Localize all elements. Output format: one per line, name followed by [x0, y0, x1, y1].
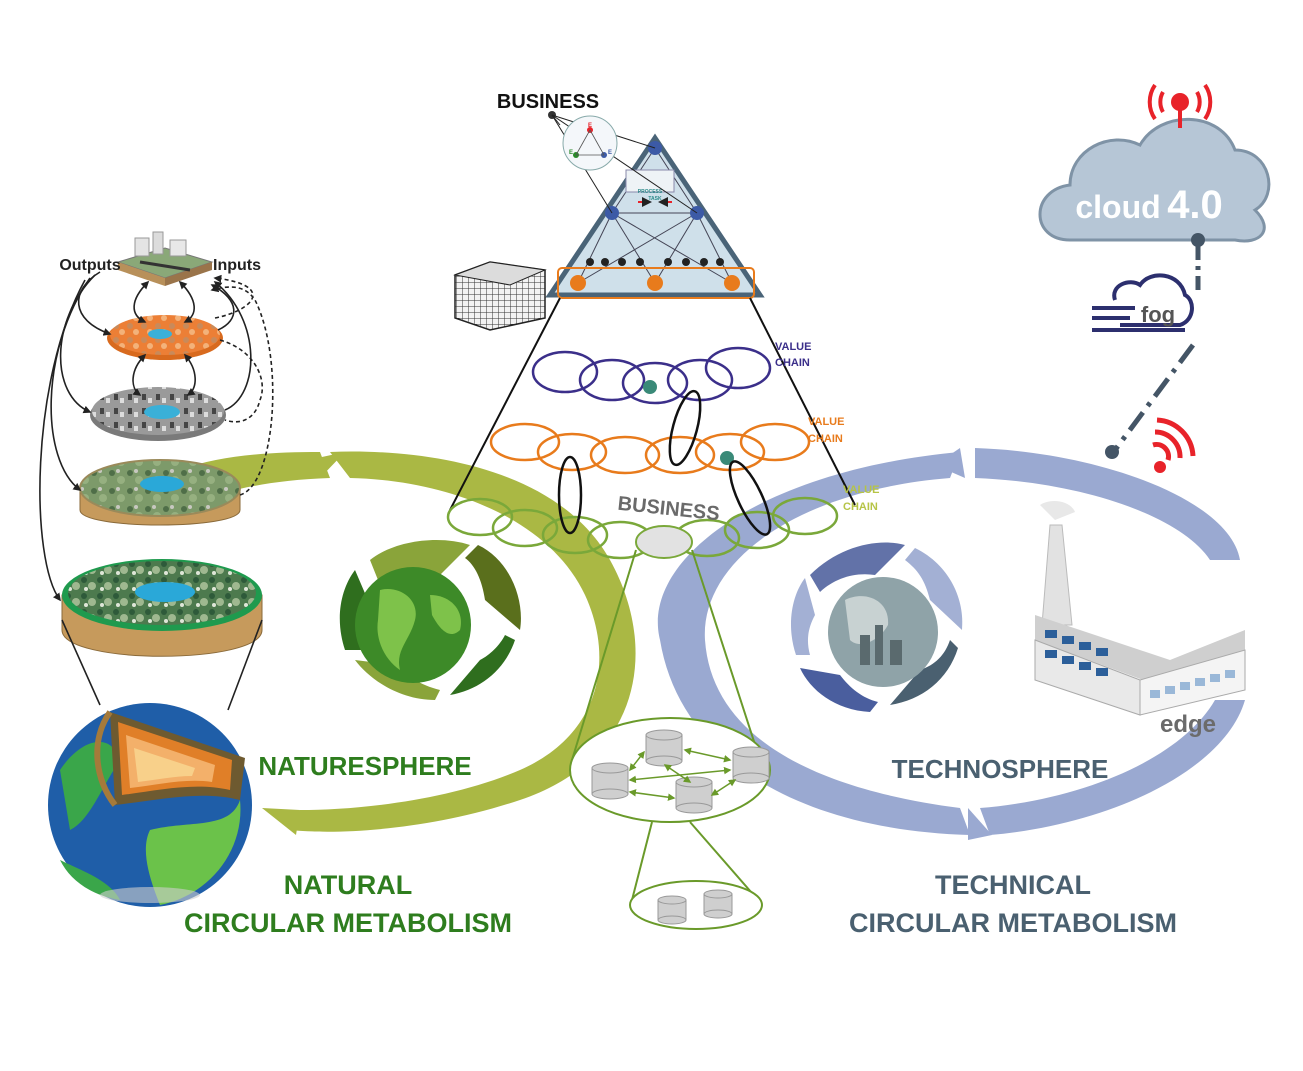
- forest-layer: [61, 559, 263, 657]
- cone-left-line: [449, 297, 561, 511]
- wifi-signal-icon: [1152, 417, 1196, 473]
- value-chain-1-line2: CHAIN: [775, 357, 810, 369]
- fog-label: fog: [1141, 302, 1175, 327]
- cloud-version: 4.0: [1167, 183, 1223, 227]
- factory-icon: [1034, 500, 1246, 716]
- technical-title-line2: CIRCULAR METABOLISM: [849, 908, 1177, 938]
- natural-title-line1: NATURAL: [284, 870, 412, 900]
- naturesphere-label: NATURESPHERE: [258, 751, 471, 781]
- technosphere-globe-icon: [790, 542, 963, 712]
- layer-dashed-arrows: [210, 274, 274, 496]
- database-icons: [591, 729, 770, 925]
- value-chain-2-line1: VALUE: [808, 416, 844, 428]
- task-label: TASK: [648, 196, 662, 202]
- inputs-label: Inputs: [213, 257, 261, 274]
- value-chain-node: [720, 451, 734, 465]
- building-icon: [453, 261, 547, 331]
- value-chain-orange: [489, 422, 811, 475]
- outputs-label: Outputs: [59, 257, 120, 274]
- cloud-word: cloud: [1075, 189, 1160, 225]
- technosphere-label: TECHNOSPHERE: [892, 754, 1109, 784]
- business-top-label: BUSINESS: [497, 91, 599, 113]
- value-chain-3-line1: VALUE: [843, 484, 879, 496]
- orange-layer: [107, 315, 223, 360]
- business-mid-label: BUSINESS: [617, 493, 721, 526]
- edge-label: edge: [1160, 711, 1216, 738]
- value-chain-1-line1: VALUE: [775, 341, 811, 353]
- triad-letter-right: E: [608, 150, 612, 156]
- value-chain-node: [643, 380, 657, 394]
- chain-link-black-1: [668, 389, 702, 467]
- terrain-layer: [79, 459, 241, 526]
- chain-link-black-2: [557, 455, 583, 535]
- city-layer: [116, 231, 214, 286]
- cloud-connection-line: [1105, 233, 1205, 459]
- antenna-signal-icon: [1147, 83, 1213, 128]
- technical-title-line1: TECHNICAL: [935, 870, 1091, 900]
- value-chain-green: [446, 496, 839, 560]
- business-core-ellipse: [635, 525, 693, 559]
- chain-link-black-3: [728, 460, 772, 536]
- triad-letter-left: E: [569, 150, 573, 156]
- triad-letter-top: E: [588, 123, 592, 129]
- earth-core-icon: [48, 703, 252, 907]
- naturesphere-globe-icon: [339, 540, 521, 700]
- natural-title-line2: CIRCULAR METABOLISM: [184, 908, 512, 938]
- value-chain-purple: [531, 346, 772, 405]
- grey-layer: [90, 387, 226, 441]
- value-chain-3-line2: CHAIN: [843, 501, 878, 513]
- value-chain-2-line2: CHAIN: [808, 433, 843, 445]
- database-links: [628, 747, 737, 801]
- process-label: PROCESS: [638, 189, 663, 195]
- business-triad-diagram: [548, 111, 698, 214]
- cone-right-line: [749, 297, 856, 506]
- fog-icon: [1092, 273, 1194, 332]
